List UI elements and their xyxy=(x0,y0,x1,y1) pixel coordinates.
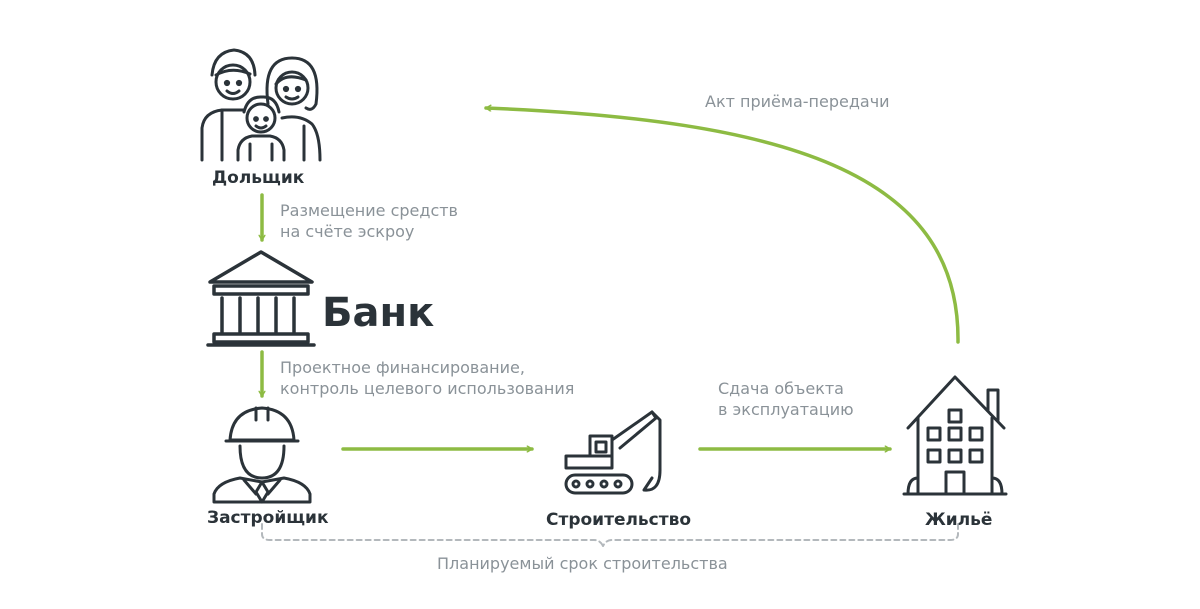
house-icon xyxy=(902,375,1008,496)
bank-icon xyxy=(206,250,316,347)
timeline-label: Планируемый срок строительства xyxy=(437,554,728,573)
developer-label: Застройщик xyxy=(207,508,329,528)
bank-label: Банк xyxy=(322,290,435,336)
family-icon xyxy=(200,48,322,162)
builder-icon xyxy=(212,406,312,504)
commissioning-line-2: в эксплуатацию xyxy=(718,400,854,419)
project-financing-label: Проектное финансирование, контроль целев… xyxy=(280,357,574,399)
housing-label: Жильё xyxy=(925,510,993,530)
commissioning-label: Сдача объекта в эксплуатацию xyxy=(718,378,854,420)
shareholder-label: Дольщик xyxy=(212,168,305,188)
arrow-housing-to-shareholder xyxy=(484,108,960,344)
funds-placement-line-2: на счёте эскроу xyxy=(280,222,415,241)
arrows xyxy=(262,108,960,449)
project-financing-line-1: Проектное финансирование, xyxy=(280,358,525,377)
timeline-brace xyxy=(261,523,959,547)
funds-placement-line-1: Размещение средств xyxy=(280,201,458,220)
construction-label: Строительство xyxy=(546,510,692,530)
funds-placement-label: Размещение средств на счёте эскроу xyxy=(280,200,458,242)
acceptance-act-label: Акт приёма-передачи xyxy=(705,92,890,111)
project-financing-line-2: контроль целевого использования xyxy=(280,379,575,398)
excavator-icon xyxy=(564,410,662,495)
commissioning-line-1: Сдача объекта xyxy=(718,379,844,398)
